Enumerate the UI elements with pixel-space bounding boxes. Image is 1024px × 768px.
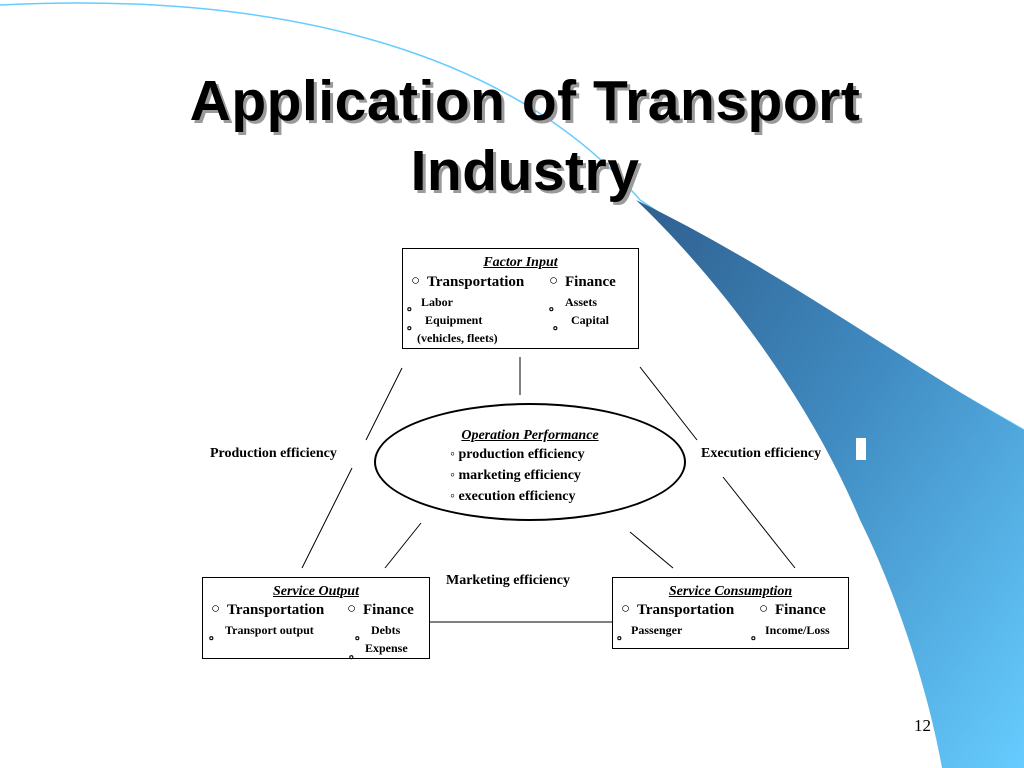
circle-icon: ○ [411,273,421,289]
connector-ellipse-left [384,522,422,569]
connector-top-left [365,367,403,441]
bullet-icon: 。 [407,318,420,332]
bullet-icon: 。 [751,628,764,642]
bullet-icon: 。 [209,628,222,642]
circle-icon: ○ [621,601,631,617]
service-output-transport-output: Transport output [225,623,314,637]
bullet-icon: 。 [407,299,420,313]
connector-ellipse-right [629,531,674,569]
op-item-execution: ◦ execution efficiency [450,489,575,505]
swoosh-notch [856,438,866,460]
bullet-icon: 。 [349,647,362,661]
circle-icon: ○ [759,601,769,617]
connector-top-right [639,366,698,441]
service-output-expense: Expense [365,641,408,655]
circle-icon: ○ [347,601,357,617]
service-output-transportation: Transportation [227,602,325,618]
connector-left-lower [301,467,353,569]
factor-input-finance: Finance [565,274,616,290]
factor-input-vehicles: (vehicles, fleets) [417,331,498,345]
service-consumption-income-loss: Income/Loss [765,623,830,637]
service-consumption-transportation: Transportation [637,602,735,618]
factor-input-assets: Assets [565,295,597,309]
swoosh-thin-line [0,2,641,201]
op-item-marketing: ◦ marketing efficiency [450,468,581,484]
op-item-marketing-label: marketing efficiency [458,468,581,483]
bullet-icon: 。 [549,299,562,313]
service-output-finance: Finance [363,602,414,618]
factor-input-equipment: Equipment [425,313,483,327]
service-consumption-passenger: Passenger [631,623,683,637]
factor-input-heading: Factor Input [483,255,558,270]
bullet-icon: 。 [553,318,566,332]
factor-input-transportation: Transportation [427,274,525,290]
execution-efficiency-label: Execution efficiency [701,446,822,461]
marketing-efficiency-label: Marketing efficiency [446,573,571,588]
operation-performance-heading: Operation Performance [461,428,599,443]
service-consumption-finance: Finance [775,602,826,618]
service-consumption-box: Service Consumption ○ Transportation ○ F… [612,577,849,649]
operation-performance-ellipse: Operation Performance ◦ production effic… [374,403,686,521]
factor-input-labor: Labor [421,295,454,309]
bullet-icon: 。 [617,628,630,642]
title-line-1: Application of Transport [189,69,861,133]
service-output-box: Service Output ○ Transportation ○ Financ… [202,577,430,661]
circle-icon: ○ [211,601,221,617]
op-item-production-label: production efficiency [458,447,585,462]
connector-right-lower [722,476,796,569]
bullet-icon: ◦ [450,489,455,504]
production-efficiency-label: Production efficiency [210,446,337,461]
op-item-execution-label: execution efficiency [458,489,576,504]
op-item-production: ◦ production efficiency [450,447,585,463]
factor-input-box: Factor Input ○ Transportation ○ Finance … [402,248,639,349]
service-output-heading: Service Output [273,584,359,599]
bullet-icon: 。 [355,628,368,642]
circle-icon: ○ [549,273,559,289]
bullet-icon: ◦ [450,447,455,462]
page-number: 12 [914,716,931,735]
factor-input-capital: Capital [571,313,610,327]
service-output-debts: Debts [371,623,401,637]
slide-title: Application of Transport Industry [90,66,960,206]
swoosh-band [636,200,1024,768]
service-consumption-heading: Service Consumption [668,584,793,599]
title-line-2: Industry [410,139,640,203]
bullet-icon: ◦ [450,468,455,483]
